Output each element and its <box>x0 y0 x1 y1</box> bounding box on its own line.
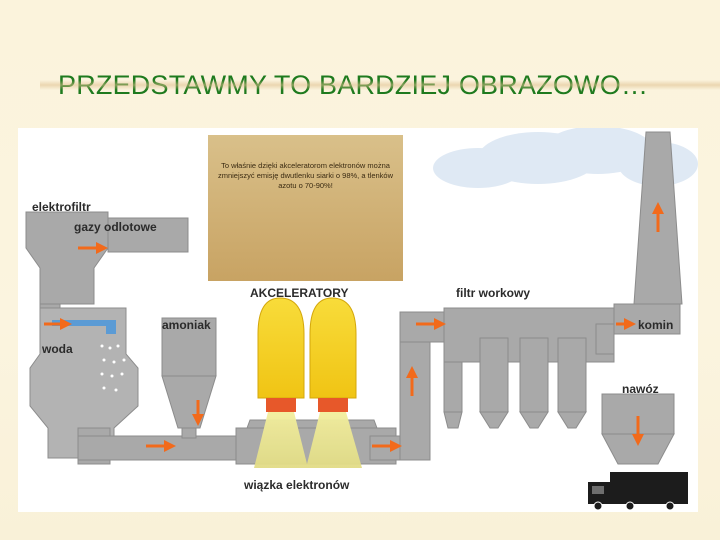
accelerator-right <box>309 297 357 412</box>
label-nawoz: nawóz <box>622 382 659 396</box>
flue-gas-diagram: To właśnie dzięki akceleratorom elektron… <box>18 128 698 512</box>
flow-arrows <box>44 202 664 452</box>
label-wiazka-elektronow: wiązka elektronów <box>244 478 350 492</box>
bag-filter <box>443 307 615 429</box>
label-komin: komin <box>638 318 674 332</box>
label-elektrofiltr: elektrofiltr <box>32 200 91 214</box>
title-divider <box>40 80 720 90</box>
accelerator-left <box>257 297 305 412</box>
label-gazy-odlotowe: gazy odlotowe <box>74 220 157 234</box>
label-amoniak: amoniak <box>162 318 211 332</box>
label-woda: woda <box>42 342 73 356</box>
ammonia-hopper <box>161 317 217 439</box>
water-spray <box>52 320 126 392</box>
label-filtr-workowy: filtr workowy <box>456 286 531 300</box>
truck-icon <box>588 472 688 511</box>
electron-beam <box>254 412 362 468</box>
note-box: To właśnie dzięki akceleratorom elektron… <box>208 135 403 281</box>
label-akceleratory: AKCELERATORY <box>250 286 349 300</box>
